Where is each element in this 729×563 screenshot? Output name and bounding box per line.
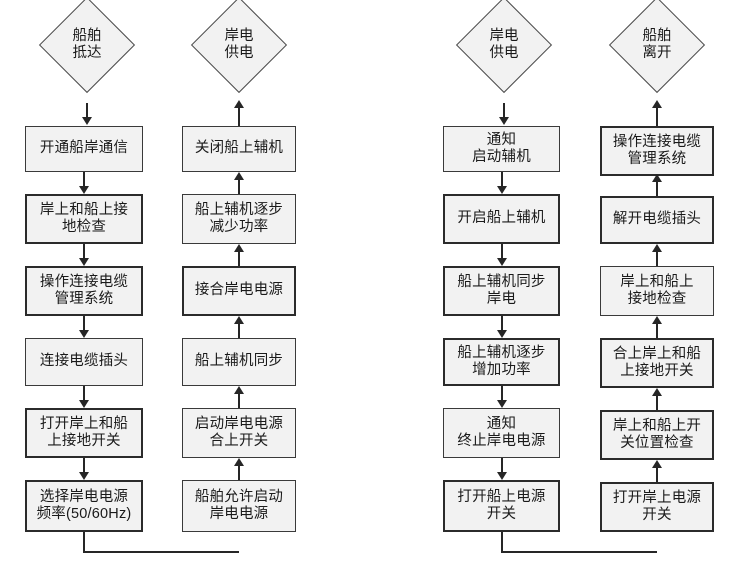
terminator-label: 船舶 离开 bbox=[642, 27, 672, 61]
connector-c1-3 bbox=[83, 316, 85, 331]
arrowhead-up bbox=[652, 460, 662, 468]
step-c3-4[interactable]: 船上辅机逐步 增加功率 bbox=[443, 338, 560, 386]
connector-c2-3 bbox=[238, 324, 240, 338]
arrowhead-up bbox=[234, 316, 244, 324]
connector-c4-5 bbox=[656, 468, 658, 482]
connector-c4-2 bbox=[656, 252, 658, 266]
arrowhead-down bbox=[497, 400, 507, 408]
arrowhead-down bbox=[79, 258, 89, 266]
terminator-label: 船舶 抵达 bbox=[72, 27, 102, 61]
terminator-label: 岸电 供电 bbox=[489, 27, 519, 61]
arrowhead-down bbox=[499, 117, 509, 125]
arrowhead-up bbox=[234, 172, 244, 180]
step-c3-5[interactable]: 通知 终止岸电电源 bbox=[443, 408, 560, 458]
connector-c3-3 bbox=[501, 316, 503, 331]
step-c2-4[interactable]: 船上辅机同步 bbox=[182, 338, 296, 386]
connector-c3-term bbox=[503, 103, 505, 118]
arrowhead-down bbox=[79, 330, 89, 338]
step-c1-1[interactable]: 开通船岸通信 bbox=[25, 126, 143, 172]
connector-c2-2 bbox=[238, 252, 240, 266]
terminator-shore-power-supply-a: 岸电 供电 bbox=[190, 0, 288, 94]
step-c2-5[interactable]: 启动岸电电源 合上开关 bbox=[182, 408, 296, 458]
terminator-ship-departure: 船舶 离开 bbox=[608, 0, 706, 94]
connector-c1-4 bbox=[83, 386, 85, 401]
arrowhead-down bbox=[497, 258, 507, 266]
step-c1-2[interactable]: 岸上和船上接 地检查 bbox=[25, 194, 143, 244]
step-c3-2[interactable]: 开启船上辅机 bbox=[443, 194, 560, 244]
connector-c1-5 bbox=[83, 458, 85, 473]
terminator-label: 岸电 供电 bbox=[224, 27, 254, 61]
arrowhead-up bbox=[234, 244, 244, 252]
arrowhead-down bbox=[79, 186, 89, 194]
step-c2-6[interactable]: 船舶允许启动 岸电电源 bbox=[182, 480, 296, 532]
arrowhead-up bbox=[652, 100, 662, 108]
connector-c3-5 bbox=[501, 458, 503, 473]
connector-c2-5 bbox=[238, 466, 240, 480]
connector-c2-term bbox=[238, 108, 240, 126]
step-c4-4[interactable]: 合上岸上和船 上接地开关 bbox=[600, 338, 714, 388]
arrowhead-down bbox=[497, 472, 507, 480]
arrowhead-down bbox=[82, 117, 92, 125]
arrowhead-down bbox=[497, 186, 507, 194]
step-c1-6[interactable]: 选择岸电电源 频率(50/60Hz) bbox=[25, 480, 143, 532]
connector-c1-2 bbox=[83, 244, 85, 259]
arrowhead-up bbox=[234, 100, 244, 108]
arrowhead-up bbox=[652, 388, 662, 396]
connector-c3-2 bbox=[501, 244, 503, 259]
connector-c3-4 bbox=[501, 386, 503, 401]
step-c2-3[interactable]: 接合岸电电源 bbox=[182, 266, 296, 316]
step-c2-1[interactable]: 关闭船上辅机 bbox=[182, 126, 296, 172]
step-c2-2[interactable]: 船上辅机逐步 减少功率 bbox=[182, 194, 296, 244]
step-c4-1[interactable]: 操作连接电缆 管理系统 bbox=[600, 126, 714, 176]
connector-c4-4 bbox=[656, 396, 658, 410]
step-c1-4[interactable]: 连接电缆插头 bbox=[25, 338, 143, 386]
step-c4-5[interactable]: 岸上和船上开 关位置检查 bbox=[600, 410, 714, 460]
step-c1-5[interactable]: 打开岸上和船 上接地开关 bbox=[25, 408, 143, 458]
arrowhead-up bbox=[652, 316, 662, 324]
step-c4-3[interactable]: 岸上和船上 接地检查 bbox=[600, 266, 714, 316]
connector-c2-1 bbox=[238, 180, 240, 194]
step-c3-1[interactable]: 通知 启动辅机 bbox=[443, 126, 560, 172]
connector-c4-1 bbox=[656, 182, 658, 196]
feedback-connector-right bbox=[501, 532, 657, 553]
arrowhead-down bbox=[79, 400, 89, 408]
arrowhead-up bbox=[652, 174, 662, 182]
arrowhead-down bbox=[497, 330, 507, 338]
step-c4-6[interactable]: 打开岸上电源 开关 bbox=[600, 482, 714, 532]
arrowhead-up bbox=[234, 386, 244, 394]
connector-c4-term bbox=[656, 108, 658, 126]
connector-c1-term bbox=[86, 103, 88, 118]
connector-c2-4 bbox=[238, 394, 240, 408]
connector-c1-1 bbox=[83, 172, 85, 187]
step-c3-6[interactable]: 打开船上电源 开关 bbox=[443, 480, 560, 532]
connector-c4-3 bbox=[656, 324, 658, 338]
feedback-connector-left bbox=[83, 532, 239, 553]
terminator-shore-power-supply-b: 岸电 供电 bbox=[455, 0, 553, 94]
arrowhead-up bbox=[234, 458, 244, 466]
connector-c3-1 bbox=[501, 172, 503, 187]
arrowhead-down bbox=[79, 472, 89, 480]
step-c3-3[interactable]: 船上辅机同步 岸电 bbox=[443, 266, 560, 316]
arrowhead-up bbox=[652, 244, 662, 252]
step-c1-3[interactable]: 操作连接电缆 管理系统 bbox=[25, 266, 143, 316]
terminator-ship-arrival: 船舶 抵达 bbox=[38, 0, 136, 94]
step-c4-2[interactable]: 解开电缆插头 bbox=[600, 196, 714, 244]
